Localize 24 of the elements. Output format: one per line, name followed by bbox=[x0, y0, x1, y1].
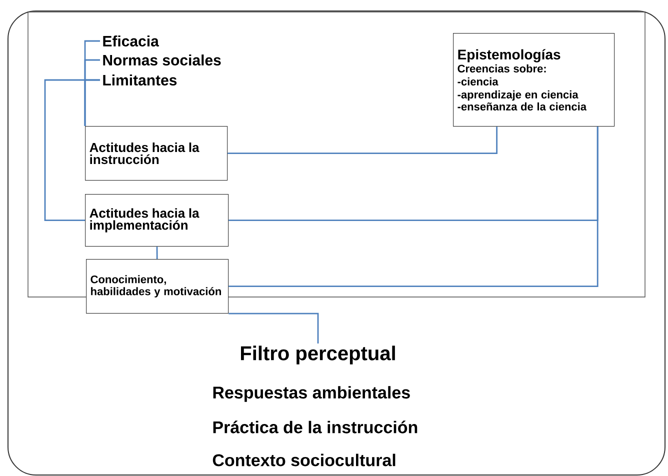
list-item: Creencias sobre: bbox=[458, 64, 546, 72]
factor-text: Normas sociales bbox=[103, 54, 221, 66]
box-heading: Epistemologías bbox=[458, 49, 560, 62]
connector-line bbox=[44, 79, 100, 221]
list-item: -enseñanza de la ciencia bbox=[458, 102, 587, 110]
concept-box bbox=[85, 126, 228, 181]
concept-box bbox=[85, 194, 229, 247]
context-label: Contexto sociocultural bbox=[212, 454, 396, 466]
context-label: Práctica de la instrucción bbox=[213, 420, 418, 434]
connector-line bbox=[156, 246, 158, 260]
box-text: Conocimiento, habilidades y motivación bbox=[90, 275, 221, 298]
concept-box bbox=[453, 33, 615, 127]
filter-text: Filtro perceptual bbox=[241, 346, 395, 364]
connector-line bbox=[228, 126, 498, 154]
box-text: Actitudes hacia la implementación bbox=[90, 208, 200, 232]
factor-text: Limitantes bbox=[103, 74, 177, 86]
connector-line bbox=[228, 312, 319, 344]
list-item: -aprendizaje en ciencia bbox=[458, 90, 578, 101]
connector-line bbox=[228, 126, 598, 287]
list-item: -ciencia bbox=[458, 77, 498, 86]
factor-text: Eficacia bbox=[103, 36, 159, 46]
box-text: Actitudes hacia la instrucción bbox=[90, 142, 200, 164]
context-label: Respuestas ambientales bbox=[213, 386, 410, 402]
concept-box bbox=[86, 259, 229, 314]
